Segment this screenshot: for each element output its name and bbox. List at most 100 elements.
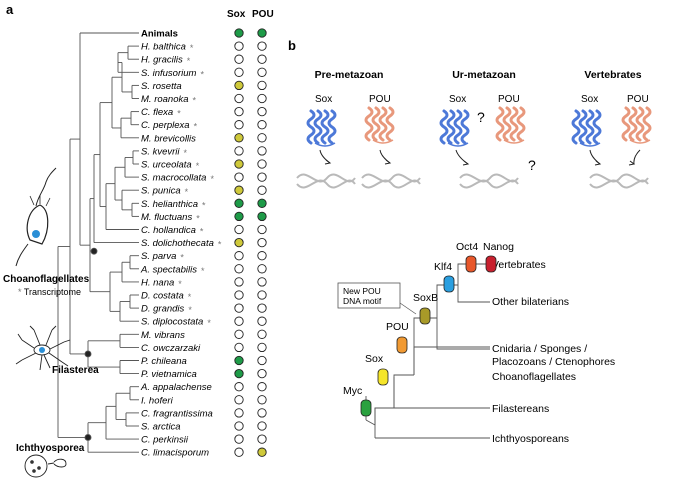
question-mark-1: ? bbox=[477, 109, 485, 125]
sox-presence-dot bbox=[234, 211, 244, 222]
taxon-label: C. perkinsii bbox=[141, 435, 189, 446]
tree-leaf-label: Placozoans / Ctenophores bbox=[492, 356, 615, 368]
transcriptome-note: * Transcriptome bbox=[18, 287, 81, 297]
stage3-sox-label: Sox bbox=[581, 94, 598, 105]
question-mark-2: ? bbox=[528, 157, 536, 173]
taxon-label: C. flexa bbox=[141, 107, 173, 118]
pou-presence-dot bbox=[257, 395, 267, 405]
sox-presence-dot bbox=[234, 54, 244, 64]
transcriptome-star: * bbox=[193, 96, 197, 106]
gene-label-pou: POU bbox=[386, 321, 409, 333]
stage-title-ur-metazoan: Ur-metazoan bbox=[452, 69, 516, 81]
pou-presence-dot bbox=[257, 67, 267, 77]
pou-protein-vert bbox=[621, 106, 652, 144]
group-label-ichthyosporea: Ichthyosporea bbox=[16, 443, 85, 454]
gene-label-soxb: SoxB bbox=[413, 292, 438, 304]
sox-presence-dot bbox=[234, 264, 244, 274]
arrow-pre-pou bbox=[379, 149, 392, 165]
sox-presence-dot bbox=[234, 421, 244, 431]
gene-marker-oct4 bbox=[465, 255, 477, 273]
taxon-label: S. infusorium bbox=[141, 68, 197, 79]
taxon-label: S. urceolata bbox=[141, 160, 192, 171]
pou-presence-dot bbox=[257, 264, 267, 274]
gene-label-klf4: Klf4 bbox=[434, 261, 452, 273]
sox-protein-vert bbox=[571, 109, 602, 147]
taxon-label: C. perplexa bbox=[141, 120, 190, 131]
gene-label-myc: Myc bbox=[343, 385, 362, 397]
pou-presence-dot bbox=[257, 224, 267, 235]
stage-title-vertebrates: Vertebrates bbox=[584, 69, 641, 81]
pou-presence-dot bbox=[257, 447, 267, 457]
tree-leaf-label: Other bilaterians bbox=[492, 296, 569, 308]
choanoflagellate-illustration bbox=[15, 167, 57, 267]
node-ichthyosporea bbox=[84, 434, 92, 441]
taxon-label: S. kvevrii bbox=[141, 146, 180, 157]
pou-presence-dot bbox=[257, 120, 267, 130]
arrow-vert-sox bbox=[589, 149, 602, 166]
arrow-ur-sox bbox=[455, 149, 470, 166]
sox-presence-dot bbox=[234, 159, 244, 169]
sox-presence-dot bbox=[234, 120, 244, 130]
taxon-label: H. gracilis bbox=[141, 55, 183, 66]
taxon-label: C. limacisporum bbox=[141, 448, 209, 459]
taxon-label: D. costata bbox=[141, 291, 184, 302]
pou-presence-dot bbox=[257, 316, 267, 326]
transcriptome-star: * bbox=[194, 122, 198, 132]
pou-presence-dot bbox=[257, 434, 267, 444]
transcriptome-star: * bbox=[196, 161, 200, 171]
motif-box bbox=[337, 282, 401, 309]
presence-matrix bbox=[234, 28, 267, 457]
sox-presence-dot bbox=[234, 80, 244, 91]
transcriptome-star: * bbox=[180, 253, 184, 263]
sox-presence-dot bbox=[234, 447, 244, 457]
dna-ur bbox=[459, 173, 519, 189]
node-choanoflagellates bbox=[90, 247, 98, 255]
sox-presence-dot bbox=[234, 146, 244, 156]
taxon-label: M. fluctuans bbox=[141, 212, 192, 223]
transcriptome-star: * bbox=[201, 266, 205, 276]
panel-b-label: b bbox=[288, 38, 296, 53]
sox-presence-dot bbox=[234, 67, 244, 77]
column-header-pou: POU bbox=[252, 9, 274, 20]
transcriptome-star: * bbox=[200, 227, 204, 237]
tree-leaf-label: Cnidaria / Sponges / bbox=[492, 343, 587, 355]
taxon-label: H. nana bbox=[141, 277, 174, 288]
transcriptome-star: * bbox=[196, 213, 200, 223]
gene-label-sox: Sox bbox=[365, 353, 384, 365]
sox-presence-dot bbox=[234, 172, 244, 182]
sox-presence-dot bbox=[234, 251, 244, 261]
taxon-label: M. roanoka bbox=[141, 94, 189, 105]
ichthyosporea-illustration bbox=[24, 454, 67, 478]
taxon-label: M. brevicollis bbox=[141, 133, 196, 144]
gene-marker-nanog bbox=[485, 255, 497, 273]
gene-label-oct4: Oct4 bbox=[456, 241, 478, 253]
gene-label-nanog: Nanog bbox=[483, 241, 514, 253]
dna-pre-sox bbox=[296, 173, 356, 189]
taxon-label: P. chileana bbox=[141, 356, 187, 367]
pou-presence-dot bbox=[257, 41, 267, 51]
transcriptome-star: * bbox=[207, 318, 211, 328]
pou-presence-dot bbox=[257, 106, 267, 117]
transcriptome-star: * bbox=[178, 279, 182, 289]
stage1-sox-label: Sox bbox=[315, 94, 332, 105]
sox-presence-dot bbox=[234, 382, 244, 392]
taxon-label: S. dolichothecata bbox=[141, 238, 214, 249]
taxon-label: S. diplocostata bbox=[141, 317, 203, 328]
pou-protein-ur bbox=[495, 106, 526, 144]
sox-presence-dot bbox=[234, 434, 244, 444]
taxon-label: A. spectabilis bbox=[140, 264, 197, 275]
sox-presence-dot bbox=[234, 93, 244, 104]
arrow-pre-sox bbox=[319, 149, 332, 165]
tree-leaf-label: Choanoflagellates bbox=[492, 371, 576, 383]
motif-pointer bbox=[399, 302, 417, 315]
transcriptome-star: * bbox=[190, 43, 194, 53]
transcriptome-star: * bbox=[218, 240, 222, 250]
stage1-pou-label: POU bbox=[369, 94, 391, 105]
sox-presence-dot bbox=[234, 28, 244, 38]
transcriptome-star: * bbox=[185, 187, 189, 197]
pou-presence-dot bbox=[257, 185, 267, 195]
sox-presence-dot bbox=[234, 355, 244, 366]
pou-presence-dot bbox=[257, 172, 267, 182]
taxon-label: S. parva bbox=[141, 251, 176, 262]
sox-presence-dot bbox=[234, 408, 244, 418]
